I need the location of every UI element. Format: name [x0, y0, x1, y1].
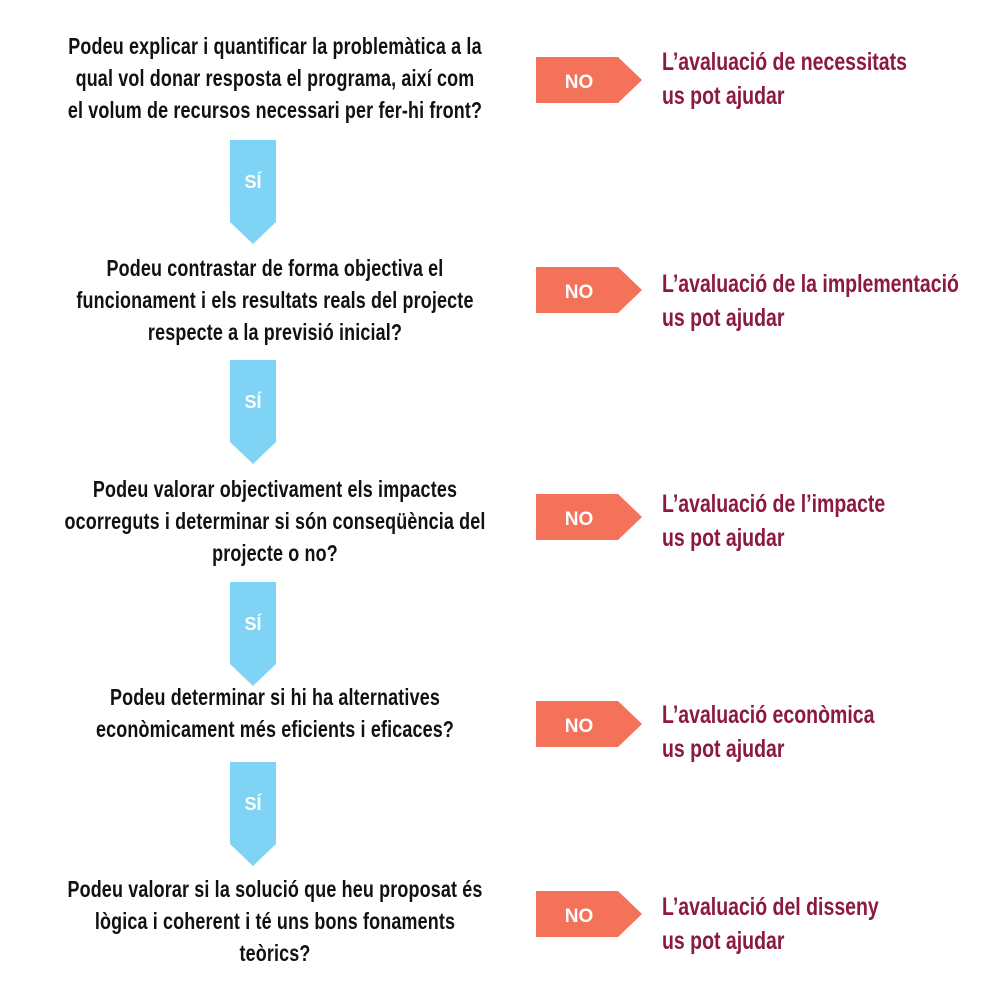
answer-5-line-1: L’avaluació del disseny	[662, 893, 879, 921]
answer-4: L’avaluació econòmica us pot ajudar	[662, 698, 874, 766]
yes-arrow-1: SÍ	[230, 140, 276, 244]
question-3-line-2: ocorreguts i determinar si són conseqüèn…	[64, 508, 486, 534]
question-4-line-1: Podeu determinar si hi ha alternatives	[110, 684, 440, 710]
yes-arrow-2: SÍ	[230, 360, 276, 464]
question-5-line-2: lògica i coherent i té uns bons fonament…	[94, 908, 456, 934]
no-arrow-4: NO	[536, 701, 642, 747]
question-1-line-1: Podeu explicar i quantificar la problemà…	[68, 33, 482, 59]
yes-label-1: SÍ	[244, 171, 262, 192]
question-1: Podeu explicar i quantificar la problemà…	[61, 30, 490, 126]
question-2-line-1: Podeu contrastar de forma objectiva el	[106, 255, 444, 281]
no-arrow-2: NO	[536, 267, 642, 313]
no-label-5: NO	[565, 906, 594, 927]
yes-label-2: SÍ	[244, 391, 262, 412]
no-arrow-3: NO	[536, 494, 642, 540]
answer-1-line-2: us pot ajudar	[662, 82, 785, 110]
answer-2: L’avaluació de la implementació us pot a…	[662, 267, 959, 335]
answer-5: L’avaluació del disseny us pot ajudar	[662, 890, 879, 958]
question-3-line-1: Podeu valorar objectivament els impactes	[92, 476, 458, 502]
yes-label-3: SÍ	[244, 613, 262, 634]
answer-3-line-2: us pot ajudar	[662, 524, 785, 552]
question-2-line-3: respecte a la previsió inicial?	[147, 319, 403, 345]
no-arrow-1: NO	[536, 57, 642, 103]
no-label-3: NO	[565, 509, 594, 530]
question-2: Podeu contrastar de forma objectiva el f…	[61, 252, 490, 348]
answer-2-line-2: us pot ajudar	[662, 304, 785, 332]
yes-label-4: SÍ	[244, 793, 262, 814]
no-arrow-5: NO	[536, 891, 642, 937]
question-5-line-1: Podeu valorar si la solució que heu prop…	[67, 876, 483, 902]
yes-arrow-3: SÍ	[230, 582, 276, 686]
yes-arrow-4: SÍ	[230, 762, 276, 866]
no-label-1: NO	[565, 72, 594, 93]
answer-5-line-2: us pot ajudar	[662, 927, 785, 955]
answer-3-line-1: L’avaluació de l’impacte	[662, 490, 886, 518]
question-4: Podeu determinar si hi ha alternatives e…	[61, 681, 490, 745]
answer-3: L’avaluació de l’impacte us pot ajudar	[662, 487, 885, 555]
question-3: Podeu valorar objectivament els impactes…	[61, 473, 490, 569]
question-1-line-2: qual vol donar resposta el programa, aix…	[75, 65, 475, 91]
question-5: Podeu valorar si la solució que heu prop…	[61, 873, 490, 969]
question-5-line-3: teòrics?	[239, 940, 311, 966]
question-2-line-2: funcionament i els resultats reals del p…	[76, 287, 474, 313]
answer-1-line-1: L’avaluació de necessitats	[662, 48, 907, 76]
question-1-line-3: el volum de recursos necessari per fer-h…	[67, 97, 483, 123]
answer-4-line-1: L’avaluació econòmica	[662, 701, 875, 729]
answer-1: L’avaluació de necessitats us pot ajudar	[662, 45, 907, 113]
question-4-line-2: econòmicament més eficients i eficaces?	[95, 716, 455, 742]
answer-4-line-2: us pot ajudar	[662, 735, 785, 763]
no-label-2: NO	[565, 282, 594, 303]
answer-2-line-1: L’avaluació de la implementació	[662, 270, 959, 298]
no-label-4: NO	[565, 716, 594, 737]
question-3-line-3: projecte o no?	[212, 540, 338, 566]
